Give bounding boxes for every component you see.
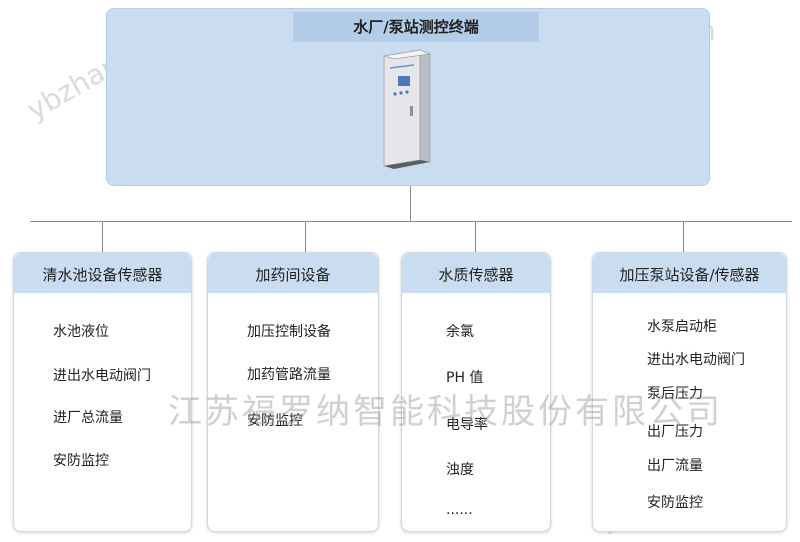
list-item: 余氯 xyxy=(446,324,474,340)
list-item: PH 值 xyxy=(446,370,484,386)
list-item: 安防监控 xyxy=(647,495,703,511)
list-item: 加药管路流量 xyxy=(247,367,331,383)
list-item: 进出水电动阀门 xyxy=(53,368,151,384)
list-item: 浊度 xyxy=(446,462,474,478)
connector-line xyxy=(30,221,792,222)
group-title: 水质传感器 xyxy=(402,253,550,293)
group-title: 加药间设备 xyxy=(208,253,378,293)
list-item: 出厂压力 xyxy=(647,424,703,440)
group-card-booster-station: 加压泵站设备/传感器 水泵启动柜 进出水电动阀门 泵后压力 出厂压力 出厂流量 … xyxy=(592,252,787,532)
group-card-clearwater: 清水池设备传感器 水池液位 进出水电动阀门 进厂总流量 安防监控 xyxy=(13,252,192,532)
connector-line xyxy=(475,221,476,252)
list-item: 泵后压力 xyxy=(647,386,703,402)
group-card-dosing: 加药间设备 加压控制设备 加药管路流量 安防监控 xyxy=(207,252,379,532)
list-item: 出厂流量 xyxy=(647,458,703,474)
connector-line xyxy=(102,221,103,252)
list-item: 安防监控 xyxy=(53,453,109,469)
list-item: 加压控制设备 xyxy=(247,324,331,340)
list-item: ...... xyxy=(446,502,473,518)
group-card-water-quality: 水质传感器 余氯 PH 值 电导率 浊度 ...... xyxy=(401,252,551,532)
company-watermark: 江苏福罗纳智能科技股份有限公司 xyxy=(168,392,723,432)
connector-line xyxy=(305,221,306,252)
control-cabinet-image xyxy=(383,49,432,169)
connector-line xyxy=(410,186,411,221)
list-item: 进出水电动阀门 xyxy=(647,352,745,368)
connector-line xyxy=(683,221,684,252)
terminal-title: 水厂/泵站测控终端 xyxy=(293,12,539,42)
list-item: 水泵启动柜 xyxy=(647,319,717,335)
list-item: 安防监控 xyxy=(247,413,303,429)
group-title: 清水池设备传感器 xyxy=(14,253,191,293)
list-item: 电导率 xyxy=(446,417,488,433)
group-title: 加压泵站设备/传感器 xyxy=(593,253,786,293)
list-item: 水池液位 xyxy=(53,324,109,340)
list-item: 进厂总流量 xyxy=(53,410,123,426)
